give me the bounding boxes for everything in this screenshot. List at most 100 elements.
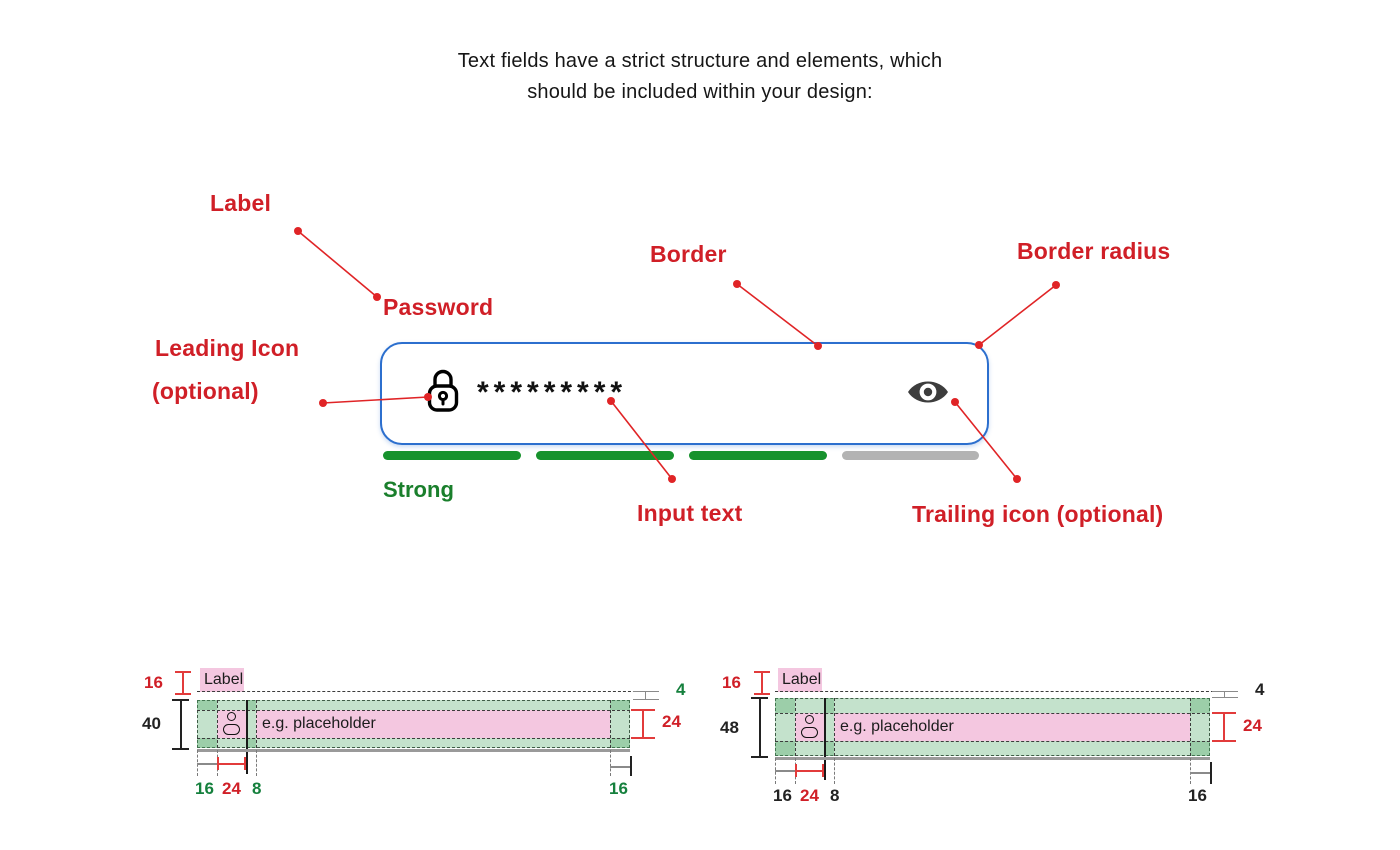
strength-bar-4 xyxy=(842,451,979,460)
spec-content-area xyxy=(256,710,610,738)
strength-bar-2 xyxy=(536,451,674,460)
dim-content-height: 24 xyxy=(662,712,681,731)
spec-icon-gap xyxy=(824,698,834,756)
person-icon-head xyxy=(805,715,814,724)
heading-line-2: should be included within your design: xyxy=(527,81,873,103)
spec-label-baseline xyxy=(775,691,1234,692)
spec-text-start-dash xyxy=(834,698,835,756)
dim-tick xyxy=(759,697,761,757)
spec-content-area xyxy=(834,713,1190,741)
dim-label-gap: 4 xyxy=(676,680,686,699)
person-icon-body xyxy=(223,724,240,735)
spec-label-highlight xyxy=(778,668,822,692)
dim-tick xyxy=(1190,772,1210,774)
dim-label-height: 16 xyxy=(144,673,163,692)
strength-label: Strong xyxy=(383,477,454,502)
spec-icon-gap xyxy=(246,700,256,748)
spec-pad-left-line xyxy=(217,700,218,748)
spec-padding-right xyxy=(1190,698,1210,756)
password-input-field[interactable] xyxy=(380,342,989,445)
eye-icon[interactable] xyxy=(905,371,951,413)
dim-guide xyxy=(610,750,611,776)
lock-icon xyxy=(427,369,459,412)
spec-label-highlight xyxy=(200,668,244,692)
dim-icon-gap: 8 xyxy=(252,779,262,798)
spec-label-text: Label xyxy=(204,671,244,688)
dim-tick xyxy=(642,709,644,738)
spec-content-top-line xyxy=(197,710,630,711)
dim-tick xyxy=(182,671,184,694)
dim-tick xyxy=(180,699,182,749)
spec-padding-top xyxy=(197,700,630,710)
spec-pad-left-line xyxy=(795,698,796,756)
strength-bar-1 xyxy=(383,451,521,460)
dim-content-height: 24 xyxy=(1243,716,1262,735)
dim-pad-right: 16 xyxy=(1188,786,1207,805)
page-heading: Text fields have a strict structure and … xyxy=(0,46,1400,108)
dim-icon-size: 24 xyxy=(222,779,241,798)
annotation-leading-icon-optional: (optional) xyxy=(152,378,259,404)
spec-padding-left xyxy=(197,700,217,748)
spec-field-outline xyxy=(775,698,1210,756)
spec-icon-end-line xyxy=(824,698,826,780)
spec-content-top-line xyxy=(775,713,1210,714)
spec-content-bottom-line xyxy=(775,741,1210,742)
spec-padding-left xyxy=(775,698,795,756)
spec-content-end-line xyxy=(1190,698,1191,756)
spec-padding-bottom xyxy=(775,741,1210,756)
dim-tick xyxy=(1224,691,1226,698)
annotation-leading-icon: Leading Icon xyxy=(155,335,300,361)
dim-tick xyxy=(795,764,797,777)
spec-content-end-line xyxy=(610,700,611,748)
spec-placeholder-text: e.g. placeholder xyxy=(840,718,954,735)
dim-tick xyxy=(217,763,246,765)
dim-tick xyxy=(795,770,824,772)
spec-label-baseline xyxy=(197,691,656,692)
dim-tick xyxy=(244,757,246,770)
dim-tick xyxy=(751,756,768,758)
spec-placeholder-text: e.g. placeholder xyxy=(262,715,376,732)
dim-tick xyxy=(172,748,189,750)
spec-text-start-dash xyxy=(256,700,257,748)
spec-field-underline xyxy=(775,757,1210,760)
spec-field-outline xyxy=(197,700,630,748)
dim-pad-left: 16 xyxy=(195,779,214,798)
dim-label-height: 16 xyxy=(722,673,741,692)
spec-field-underline xyxy=(197,749,630,752)
annotation-password: Password xyxy=(383,294,494,320)
spec-icon-end-line xyxy=(246,700,248,774)
dim-field-height: 40 xyxy=(142,714,161,733)
dim-tick xyxy=(761,671,763,694)
dim-tick xyxy=(197,763,217,765)
spec-padding-right xyxy=(610,700,630,748)
person-icon-body xyxy=(801,727,818,738)
annotation-input-text: Input text xyxy=(637,500,743,526)
dim-tick xyxy=(822,764,824,777)
dim-guide xyxy=(256,750,257,776)
heading-line-1: Text fields have a strict structure and … xyxy=(457,50,943,72)
spec-padding-bottom xyxy=(197,738,630,748)
connector-border xyxy=(733,280,822,350)
strength-bar-3 xyxy=(689,451,827,460)
annotation-label: Label xyxy=(210,190,272,216)
person-icon-head xyxy=(227,712,236,721)
dim-tick xyxy=(217,757,219,770)
dim-tick xyxy=(610,766,630,768)
dim-tick xyxy=(775,770,795,772)
connector-border-radius xyxy=(975,281,1060,349)
dim-icon-size: 24 xyxy=(800,786,819,805)
dim-pad-right: 16 xyxy=(609,779,628,798)
annotation-border-radius: Border radius xyxy=(1017,238,1171,264)
spec-padding-top xyxy=(775,698,1210,713)
dim-guide xyxy=(1190,758,1191,784)
dim-tick xyxy=(645,691,647,700)
annotation-border: Border xyxy=(650,241,727,267)
dim-tick xyxy=(1223,712,1225,741)
annotation-trailing-icon: Trailing icon (optional) xyxy=(912,501,1164,527)
dim-tick xyxy=(630,756,632,776)
dim-pad-left: 16 xyxy=(773,786,792,805)
dim-label-gap: 4 xyxy=(1255,680,1265,699)
dim-tick xyxy=(1210,762,1212,784)
connector-label-password xyxy=(294,227,381,301)
spec-content-bottom-line xyxy=(197,738,630,739)
